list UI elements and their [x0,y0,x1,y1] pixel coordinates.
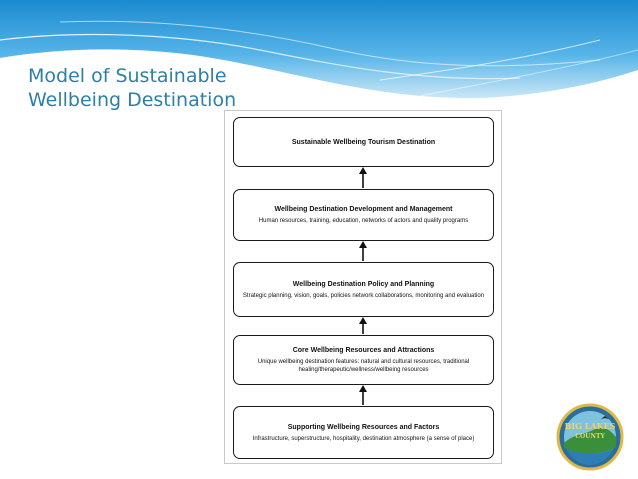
box-description: Human resources, training, education, ne… [258,218,469,224]
diagram-box-supporting-resources: Supporting Wellbeing Resources and Facto… [233,406,494,459]
box-title: Supporting Wellbeing Resources and Facto… [287,423,440,431]
box-description: Infrastructure, superstructure, hospital… [252,435,475,442]
diagram-image-frame: Sustainable Wellbeing Tourism Destinatio… [224,110,502,464]
arrow-up-icon [355,385,371,406]
arrow-up-icon [355,167,371,189]
diagram-box-development-management: Wellbeing Destination Development and Ma… [233,189,494,241]
box-title: Wellbeing Destination Development and Ma… [274,206,453,213]
slide-title: Model of Sustainable Wellbeing Destinati… [28,64,258,112]
big-lakes-county-logo: BIG LAKES COUNTY [555,403,625,471]
diagram-box-policy-planning: Wellbeing Destination Policy and Plannin… [233,262,494,317]
diagram-box-sustainable-destination: Sustainable Wellbeing Tourism Destinatio… [233,117,494,167]
box-title: Sustainable Wellbeing Tourism Destinatio… [291,138,436,146]
arrow-up-icon [355,241,371,262]
logo-text-bottom: COUNTY [575,433,605,440]
diagram-box-core-resources: Core Wellbeing Resources and Attractions… [233,335,494,385]
box-description: Unique wellbeing destination features: n… [257,359,470,373]
logo-text-top: BIG LAKES [565,421,616,431]
header-wave-band [0,0,638,110]
arrow-up-icon [355,317,371,335]
box-title: Core Wellbeing Resources and Attractions [292,347,435,354]
slide-title-line-2: Wellbeing Destination [28,89,237,111]
box-title: Wellbeing Destination Policy and Plannin… [292,280,435,288]
slide-title-line-1: Model of Sustainable [28,65,227,87]
box-description: Strategic planning, vision, goals, polic… [242,292,485,299]
